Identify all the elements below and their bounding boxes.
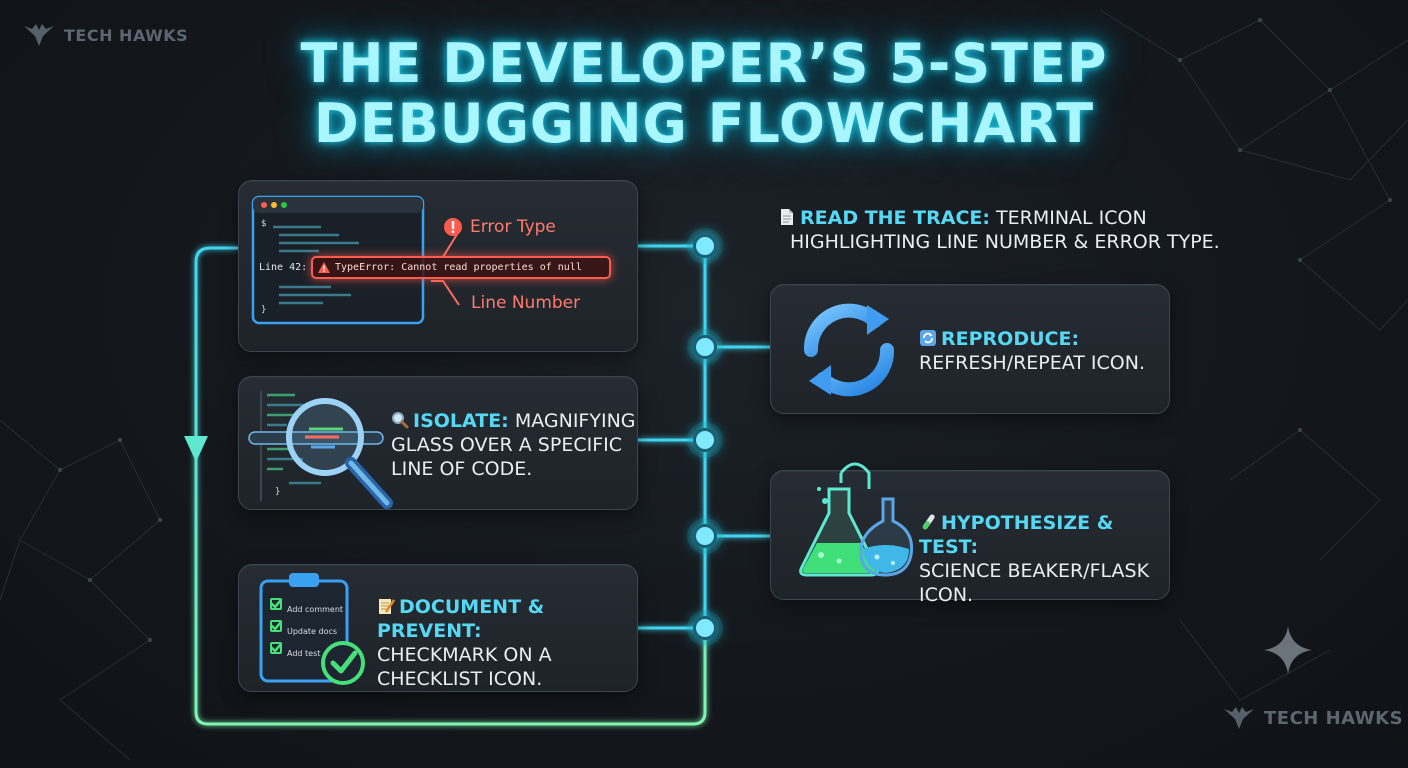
hawk-logo-icon: [24, 24, 54, 46]
checklist-items: Add comment Update docs Add test: [287, 599, 343, 665]
card-hypothesize: HYPOTHESIZE & TEST: SCIENCE BEAKER/FLASK…: [770, 462, 1170, 606]
clipboard-icon: [259, 573, 365, 685]
read-trace-text: READ THE TRACE: TERMINAL ICON HIGHLIGHTI…: [778, 206, 1238, 254]
checklist-item: Add comment: [287, 605, 344, 614]
alert-circle-icon: [444, 218, 462, 236]
callout-line-number: Line Number: [471, 293, 581, 313]
checkmark-icon: [330, 650, 358, 674]
step-heading-reproduce: REPRODUCE:: [941, 328, 1080, 350]
step-heading-read-trace: READ THE TRACE:: [800, 207, 990, 229]
flow-node-5: [693, 616, 717, 640]
error-highlight: TypeError: Cannot read properties of nul…: [311, 256, 611, 279]
title-line-2: DEBUGGING FLOWCHART: [313, 92, 1095, 155]
magnifier-illustration: [248, 391, 393, 509]
callout-error-type: Error Type: [443, 217, 556, 237]
brand-logo: TECH HAWKS: [22, 22, 188, 48]
terminal-line-label: Line 42:: [259, 262, 308, 273]
test-tube-icon: [922, 514, 935, 530]
terminal-prompt: $: [261, 219, 267, 229]
flask-illustration: [799, 462, 914, 577]
brand-name: TECH HAWKS: [1264, 707, 1404, 729]
step-heading-isolate: ISOLATE:: [413, 410, 509, 432]
flow-node-2: [693, 335, 717, 359]
memo-icon: [379, 599, 395, 614]
checklist-item: Add test: [287, 649, 321, 658]
title-line-1: THE DEVELOPER’S 5-STEP: [300, 32, 1108, 95]
terminal-closing-brace: }: [261, 305, 267, 315]
refresh-emoji-icon: [920, 330, 936, 346]
warning-icon: [318, 262, 330, 273]
card-reproduce: REPRODUCE: REFRESH/REPEAT ICON.: [770, 284, 1170, 414]
isolate-closing-brace: }: [275, 487, 281, 497]
magnifier-icon: [392, 412, 409, 429]
step-heading-document: DOCUMENT & PREVENT:: [377, 596, 545, 642]
hawk-logo-icon: [1224, 707, 1254, 729]
brand-name: TECH HAWKS: [64, 25, 189, 45]
card-document: Add comment Update docs Add test DOCUMEN…: [238, 564, 638, 692]
page-title: THE DEVELOPER’S 5-STEP DEBUGGING FLOWCHA…: [0, 34, 1408, 154]
loop-arrow: [184, 436, 208, 462]
refresh-icon: [804, 303, 894, 397]
document-icon: [781, 209, 793, 225]
flow-node-4: [693, 524, 717, 548]
brand-watermark: TECH HAWKS: [1222, 704, 1403, 732]
card-read-trace: $ Line 42: TypeError: Cannot read proper…: [238, 180, 638, 352]
card-isolate: } ISOLATE: MAGNIFYING GLASS OVER A SPECI…: [238, 376, 638, 510]
flow-node-3: [693, 428, 717, 452]
loop-line: [194, 246, 707, 726]
flow-node-1: [693, 234, 717, 258]
sparkle-icon: [1264, 626, 1312, 674]
step-heading-hypothesize: HYPOTHESIZE & TEST:: [919, 512, 1114, 558]
error-message: TypeError: Cannot read properties of nul…: [335, 262, 582, 273]
checklist-item: Update docs: [287, 627, 338, 636]
